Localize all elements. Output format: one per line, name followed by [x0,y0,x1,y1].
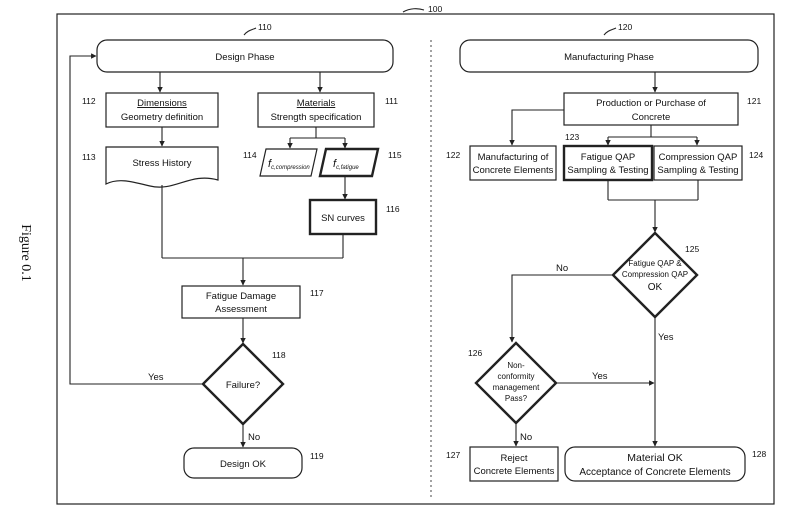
qap-decision-line2: Compression QAP [622,270,688,279]
fc-fatigue-parallelogram [318,147,380,178]
fatigue-qap-line1: Fatigue QAP [581,152,635,163]
ref-119: 119 [310,451,324,461]
dimensions-title: Dimensions [137,98,187,109]
nonconformity-line2: conformity [498,372,535,381]
nonconformity-line4: Pass? [505,394,528,403]
material-ok-box [564,446,746,482]
design-ok-box [183,447,303,479]
qap-decision-line3: OK [648,282,663,293]
ref-114: 114 [243,150,257,160]
compression-qap-line2: Sampling & Testing [657,165,738,176]
ref-128: 128 [752,449,766,459]
production-line2: Concrete [632,112,671,123]
fatigue-damage-box [181,285,301,319]
ref-120: 120 [618,22,632,32]
manufacturing-phase-label: Manufacturing Phase [564,52,654,63]
fatigue-damage-line2: Assessment [215,304,267,315]
fc-fatigue-subscript: c,fatigue [336,165,359,171]
ref-127: 127 [446,450,460,460]
fatigue-qap-line2: Sampling & Testing [567,165,648,176]
dimensions-subtitle: Geometry definition [121,112,203,123]
failure-no-label: No [248,432,260,443]
outer-frame [56,13,775,505]
materials-subtitle: Strength specification [271,112,362,123]
nonconformity-no-label: No [520,432,532,443]
ref-110: 110 [258,22,272,32]
reject-line1: Reject [501,453,528,464]
figure-label: Figure 0.1 [18,224,33,282]
manufacturing-elements-line2: Concrete Elements [473,165,554,176]
fc-compression-parallelogram [259,148,318,177]
ref-113: 113 [82,152,96,162]
fc-compression-label: fc,compression [268,158,310,171]
reject-box [469,446,559,482]
fc-fatigue-symbol: f [333,158,337,170]
ref-121: 121 [747,96,761,106]
ref-111: 111 [385,96,398,106]
manufacturing-phase-box [459,39,759,73]
fc-compression-subscript: c,compression [271,165,310,171]
ref-123: 123 [565,132,579,142]
compression-qap-line1: Compression QAP [659,152,738,163]
stress-history-shape [105,146,219,188]
nonconformity-yes-label: Yes [592,371,608,382]
materials-title: Materials [297,98,336,109]
ref-115: 115 [388,150,402,160]
material-ok-line2: Acceptance of Concrete Elements [579,467,730,478]
production-box [563,92,739,126]
failure-label: Failure? [226,380,260,391]
material-ok-line1: Material OK [627,452,682,464]
ref-100: 100 [428,4,442,14]
design-phase-box [96,39,394,73]
ref-125: 125 [685,244,699,254]
ref-126: 126 [468,348,482,358]
compression-qap-box [653,145,743,181]
qap-no-label: No [556,263,568,274]
failure-yes-label: Yes [148,372,164,383]
nonconformity-line3: management [493,383,540,392]
ref-124: 124 [749,150,763,160]
materials-box [257,92,375,128]
ref-112: 112 [82,96,96,106]
fatigue-damage-line1: Fatigue Damage [206,291,276,302]
qap-decision-line1: Fatigue QAP & [628,259,682,268]
ref-122: 122 [446,150,460,160]
ref-118: 118 [272,350,286,360]
design-phase-label: Design Phase [215,52,274,63]
ref-117: 117 [310,288,324,298]
fc-fatigue-label: fc,fatigue [333,158,359,171]
design-ok-label: Design OK [220,459,267,470]
stress-history-label: Stress History [132,158,191,169]
manufacturing-elements-box [469,145,557,181]
fc-compression-symbol: f [268,158,272,170]
reject-line2: Concrete Elements [474,466,555,477]
manufacturing-elements-line1: Manufacturing of [478,152,549,163]
production-line1: Production or Purchase of [596,98,706,109]
qap-yes-label: Yes [658,332,674,343]
sn-curves-label: SN curves [321,213,365,224]
ref-116: 116 [386,204,400,214]
nonconformity-line1: Non- [507,361,525,370]
fatigue-qap-box [562,144,654,182]
